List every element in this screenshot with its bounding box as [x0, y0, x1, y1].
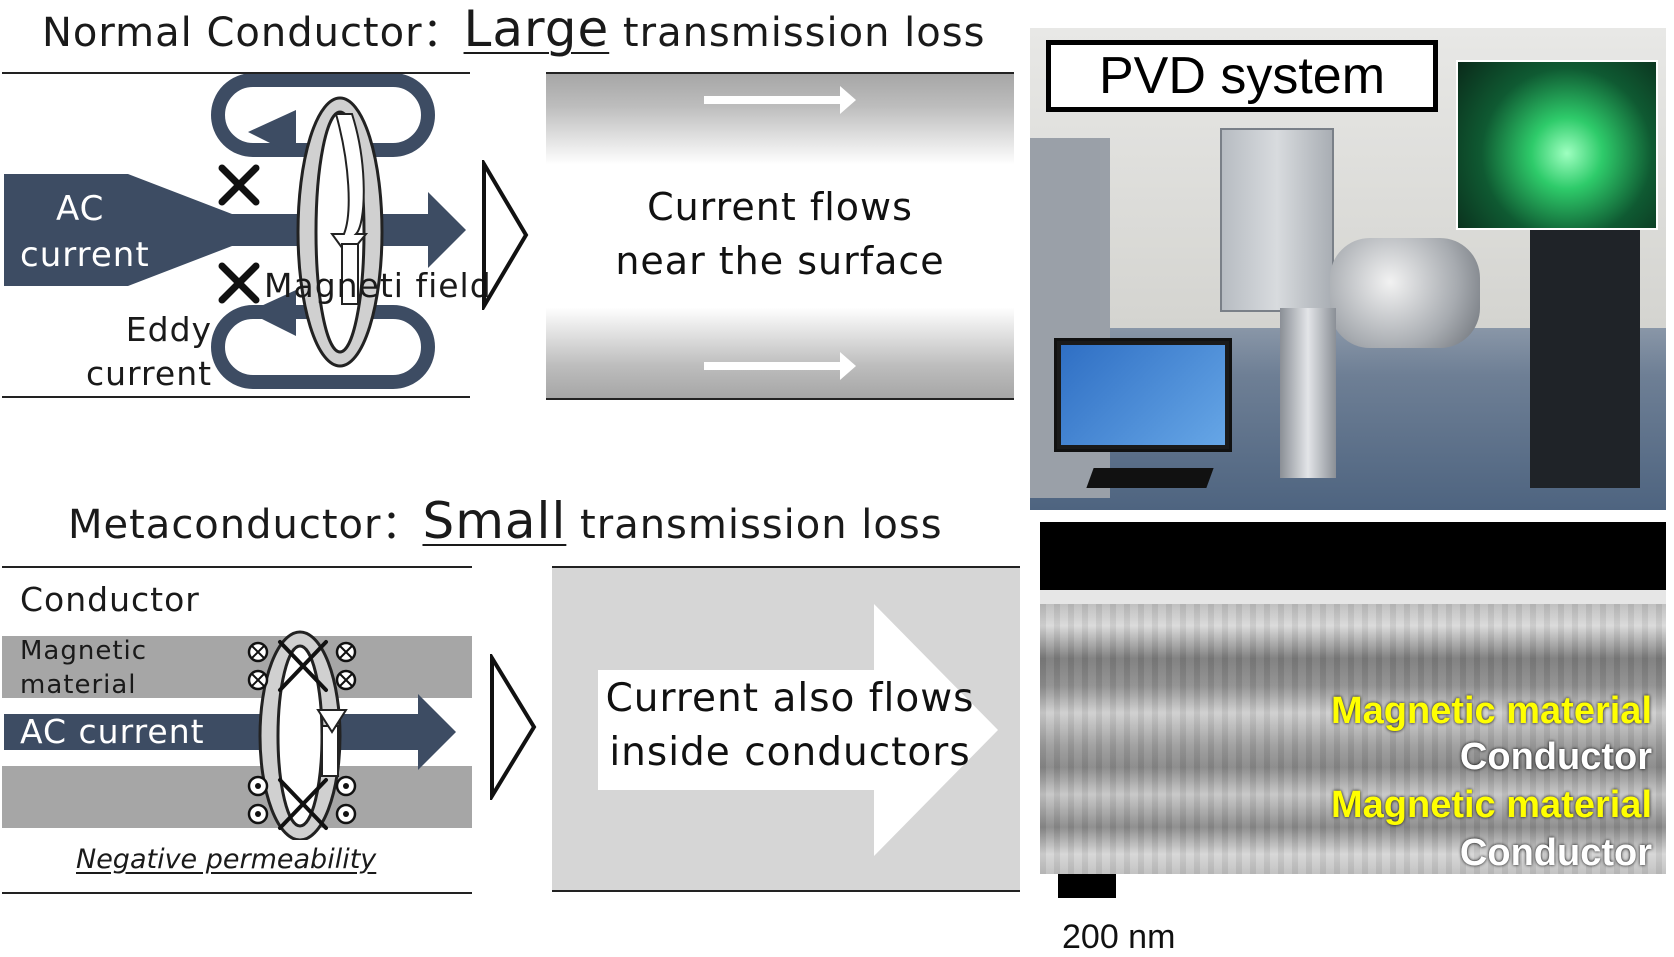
keyboard: [1086, 468, 1214, 488]
plasma-inset: [1456, 60, 1658, 230]
meta-title-prefix: Metaconductor：: [68, 502, 423, 548]
pvd-label-box: PVD system: [1046, 40, 1438, 112]
ac-current-arrow: [4, 174, 466, 286]
vacuum-chamber: [1330, 238, 1480, 348]
sem-film-layers: [1040, 604, 1666, 876]
sem-layer-label-1: Magnetic material: [1331, 690, 1652, 732]
eddy-arrowhead-bottom: [248, 290, 296, 336]
ac-label-line1: AC: [56, 189, 105, 229]
meta-field-arrowhead: [316, 709, 348, 734]
sem-cross-section: Magnetic material Conductor Magnetic mat…: [1040, 522, 1666, 882]
magnetic-field-arrow: [330, 113, 369, 258]
normal-flow-line2: near the surface: [615, 239, 945, 283]
meta-title-suffix: transmission loss: [566, 502, 943, 548]
magnetic-field-label: Magneti field: [264, 266, 492, 305]
ac-current-label: AC current: [20, 186, 150, 278]
implies-arrow-top: [482, 160, 529, 310]
cross-mark-icon: [218, 164, 260, 304]
magnetic-field-arrow-tail: [341, 243, 359, 305]
negative-permeability-label: Negative permeability: [76, 844, 377, 875]
chamber-column: [1280, 308, 1336, 478]
normal-current-panel: [546, 72, 1014, 400]
meta-flow-line1: Current also flows: [605, 676, 975, 721]
normal-conductor-diagram: [4, 74, 466, 389]
sem-surface-layer: [1040, 590, 1666, 604]
meta-title-emphasis: Small: [422, 492, 567, 550]
normal-title-emphasis: Large: [463, 0, 610, 58]
scale-bar: [1058, 874, 1116, 898]
meta-field-arrow-tail: [321, 725, 339, 777]
sem-layer-label-2: Conductor: [1459, 736, 1652, 778]
normal-flow-line1: Current flows: [647, 185, 913, 229]
magnetic-label-line1: Magnetic: [20, 636, 148, 666]
loadlock-cabinet: [1220, 128, 1334, 312]
sem-bottom-edge: [1040, 874, 1666, 882]
pvd-label: PVD system: [1098, 47, 1386, 105]
magnetic-layer-top: [2, 636, 472, 698]
meta-ac-current-label: AC current: [20, 712, 205, 751]
meta-flow-arrow: [598, 604, 998, 856]
monitor: [1054, 338, 1232, 452]
magnetic-label-line2: material: [20, 670, 137, 700]
control-cabinet: [1530, 228, 1640, 488]
meta-bottom-rule: [2, 892, 472, 894]
meta-conductor-diagram: [4, 630, 456, 840]
field-out-of-page-icon: [247, 775, 357, 825]
meta-title: Metaconductor：Small transmission loss: [68, 492, 943, 550]
scale-bar-label: 200 nm: [1062, 918, 1176, 956]
eddy-label-line1: Eddy: [125, 310, 213, 349]
meta-flow-line2: inside conductors: [609, 730, 971, 775]
magnetic-layer-bottom: [2, 766, 472, 828]
pvd-system-photo: PVD system: [1030, 28, 1666, 510]
meta-flow-text: Current also flows inside conductors: [590, 672, 990, 780]
implies-arrow-bottom: [490, 654, 537, 800]
eddy-label-line2: current: [86, 354, 213, 393]
magnetic-material-label: Magnetic material: [20, 634, 147, 702]
sem-layer-label-3: Magnetic material: [1331, 784, 1652, 826]
normal-flow-text: Current flows near the surface: [546, 180, 1014, 288]
ac-label-line2: current: [20, 235, 150, 275]
normal-title: Normal Conductor：Large transmission loss: [42, 0, 985, 58]
normal-title-suffix: transmission loss: [609, 10, 986, 56]
meta-ac-current-arrow: [4, 694, 456, 770]
normal-bottom-rule: [2, 396, 470, 398]
meta-top-rule: [2, 566, 472, 568]
surface-flow-arrows: [704, 86, 856, 380]
meta-conductor-label: Conductor: [20, 580, 200, 619]
normal-title-prefix: Normal Conductor：: [42, 10, 464, 56]
eddy-arrowhead-top: [248, 110, 296, 156]
eddy-current-label: Eddy current: [86, 308, 212, 396]
negative-field-cross-icon: [278, 640, 328, 830]
normal-top-rule: [2, 72, 470, 74]
sem-layer-label-4: Conductor: [1459, 832, 1652, 874]
